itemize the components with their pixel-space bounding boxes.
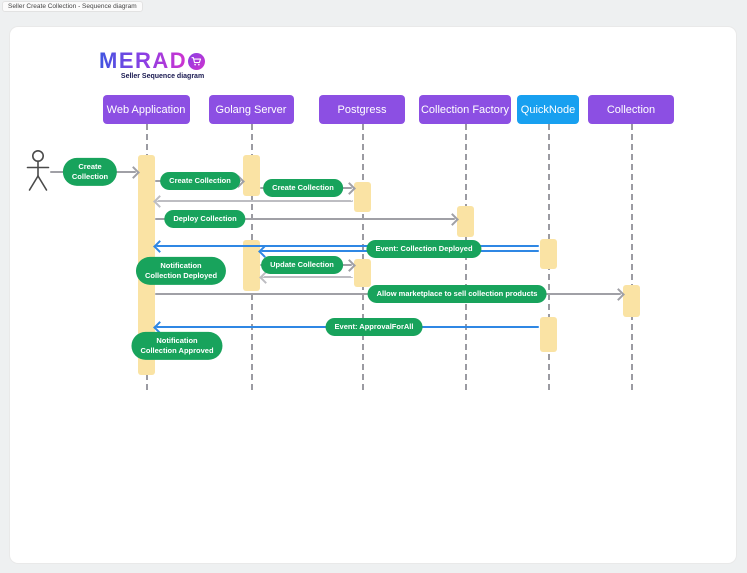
label-line: Notification bbox=[160, 260, 202, 270]
activation-bar-collection[interactable] bbox=[622, 285, 640, 317]
return-message-line[interactable] bbox=[156, 245, 539, 247]
activation-bar-collection-factory[interactable] bbox=[456, 206, 474, 237]
person-stick-figure-icon[interactable] bbox=[26, 149, 50, 200]
label-line: Update Collection bbox=[270, 259, 334, 269]
return-message-line[interactable] bbox=[262, 276, 353, 278]
message-create-collection-label[interactable]: Create Collection bbox=[263, 178, 343, 198]
message-event-collection-deployed-label[interactable]: Event: Collection Deployed bbox=[366, 239, 482, 259]
lifeline-collection bbox=[631, 124, 633, 390]
message-create-collection-label[interactable]: Create Collection bbox=[160, 171, 240, 191]
activation-bar-golang-server[interactable] bbox=[242, 240, 260, 291]
label-line: Create bbox=[78, 161, 102, 171]
message-update-collection-label[interactable]: Update Collection bbox=[261, 255, 343, 275]
message-deploy-collection-line[interactable] bbox=[155, 218, 455, 220]
label-line: Event: ApprovalForAll bbox=[334, 321, 414, 331]
message-deploy-collection-label[interactable]: Deploy Collection bbox=[164, 209, 246, 229]
label-line: Deploy Collection bbox=[173, 213, 237, 223]
participant-golang-server[interactable]: Golang Server bbox=[208, 95, 294, 124]
label-line: Event: Collection Deployed bbox=[375, 243, 473, 253]
logo-wordmark: MERAD bbox=[99, 48, 188, 73]
participant-collection-factory[interactable]: Collection Factory bbox=[419, 95, 511, 124]
browser-tab[interactable]: Seller Create Collection - Sequence diag… bbox=[2, 1, 143, 12]
message-event-approvalforall-label[interactable]: Event: ApprovalForAll bbox=[325, 317, 423, 337]
activation-bar-postgress[interactable] bbox=[353, 182, 371, 212]
activation-bar-quicknode[interactable] bbox=[539, 239, 557, 269]
activation-bar-postgress[interactable] bbox=[353, 259, 371, 287]
label-line: Collection Deployed bbox=[144, 271, 218, 280]
logo-subtitle: Seller Sequence diagram bbox=[120, 73, 205, 80]
return-message-line[interactable] bbox=[156, 200, 353, 202]
participant-collection[interactable]: Collection bbox=[588, 95, 674, 124]
participant-postgress[interactable]: Postgress bbox=[319, 95, 405, 124]
label-line: Collection bbox=[71, 172, 109, 181]
merado-logo: MERAD Seller Sequence diagram bbox=[99, 48, 206, 80]
shopping-cart-icon bbox=[188, 52, 206, 70]
lifeline-postgress bbox=[362, 124, 364, 390]
label-line: Allow marketplace to sell collection pro… bbox=[376, 288, 538, 298]
label-line: Notification bbox=[156, 335, 198, 345]
label-line: Create Collection bbox=[272, 182, 334, 192]
label-line: Collection Approved bbox=[140, 346, 214, 355]
label-line: Create Collection bbox=[169, 175, 231, 185]
activation-bar-quicknode[interactable] bbox=[539, 317, 557, 352]
activation-bar-golang-server[interactable] bbox=[242, 155, 260, 196]
participant-web-application[interactable]: Web Application bbox=[102, 95, 190, 124]
participant-quicknode[interactable]: QuickNode bbox=[517, 95, 579, 124]
message-allow-marketplace-to-sell-collection-products-label[interactable]: Allow marketplace to sell collection pro… bbox=[367, 284, 547, 304]
